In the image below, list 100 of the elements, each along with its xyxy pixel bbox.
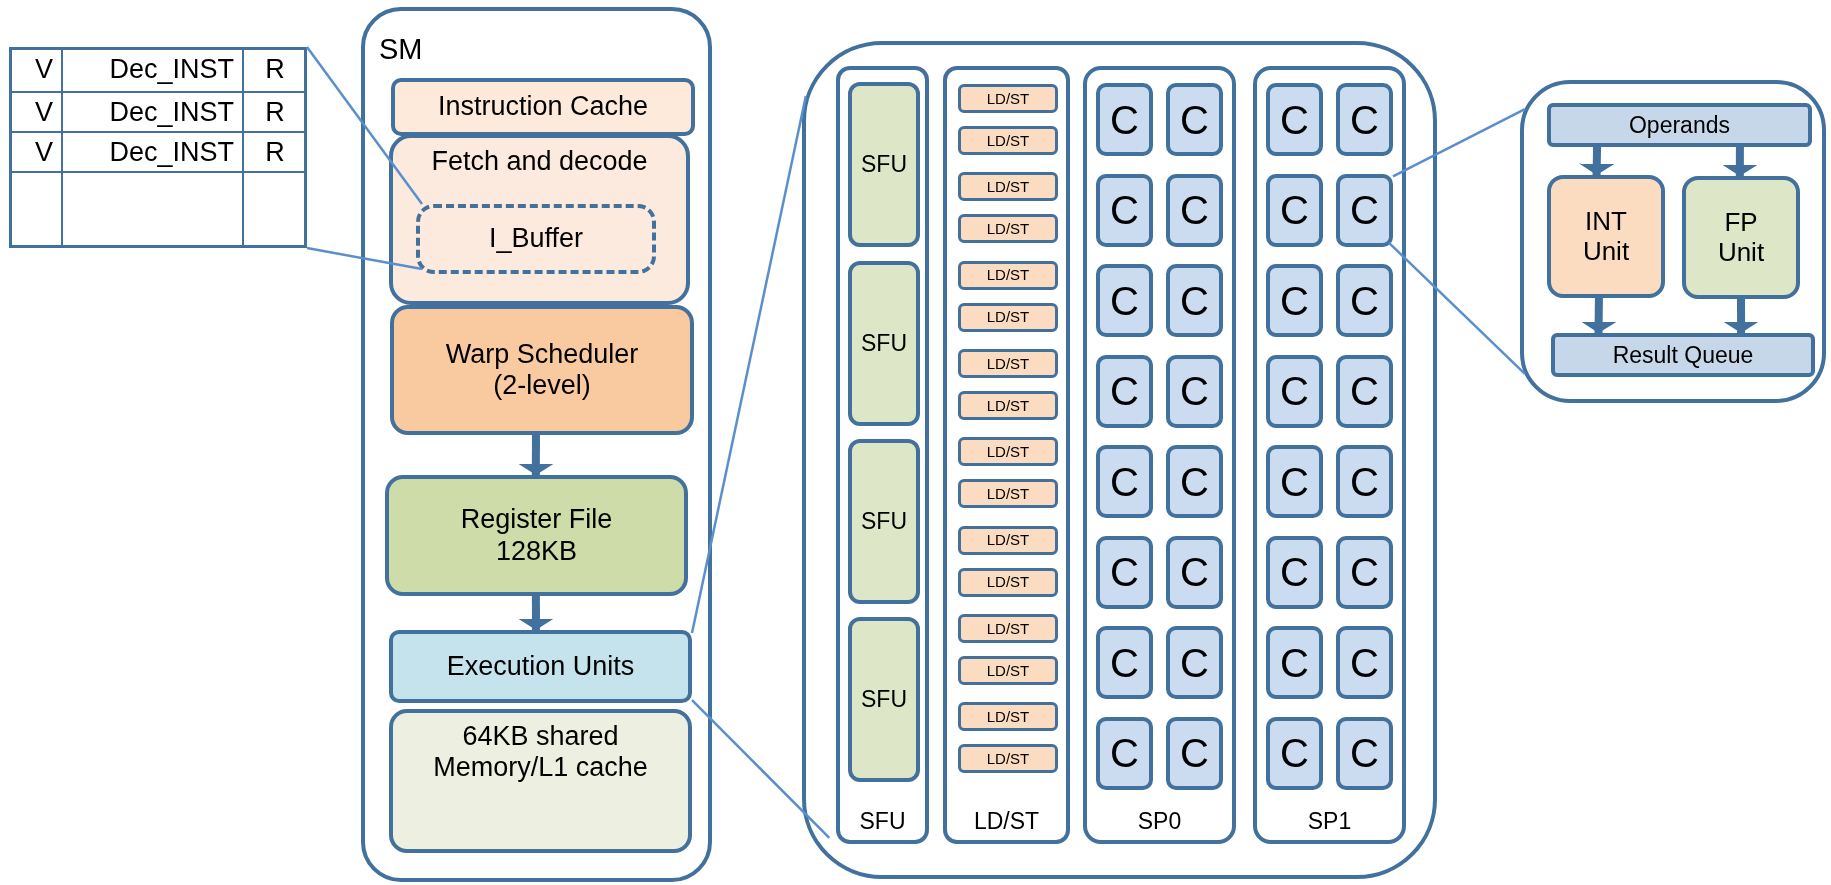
arrow — [1581, 297, 1617, 334]
ldst-unit — [958, 126, 1058, 155]
core-block — [1336, 264, 1393, 337]
unit-label: SFU — [861, 151, 907, 178]
unit-label: C — [1280, 96, 1309, 143]
unit-label: LD/ST — [973, 807, 1040, 834]
core-block — [1166, 626, 1223, 699]
core-block — [1336, 445, 1393, 518]
unit-label: C — [1280, 639, 1309, 686]
core-block — [1266, 716, 1323, 790]
ldst-unit — [958, 214, 1058, 244]
unit-column — [1253, 66, 1406, 844]
core-block — [1096, 264, 1153, 337]
zoom-line — [691, 699, 831, 839]
core-block — [1166, 173, 1223, 247]
core-block — [1096, 445, 1153, 518]
unit-label: LD/ST — [986, 220, 1030, 238]
ldst-unit — [958, 525, 1058, 555]
core-block — [1266, 445, 1323, 518]
block-label: INT Unit — [1581, 206, 1631, 267]
unit-label: C — [1180, 277, 1209, 324]
sm-panel — [361, 7, 712, 882]
core-block — [1166, 535, 1223, 609]
core-block — [1266, 173, 1323, 247]
block-label: FP Unit — [1716, 207, 1766, 268]
unit-label: LD/ST — [986, 308, 1030, 326]
unit-label: C — [1280, 187, 1309, 233]
unit-label: C — [1110, 187, 1139, 233]
core-detail-panel — [1520, 80, 1826, 403]
unit-label: LD/ST — [986, 131, 1030, 150]
unit-label: C — [1110, 639, 1139, 686]
queue-bar — [1547, 103, 1812, 147]
core-block — [1096, 354, 1153, 428]
unit-label: LD/ST — [986, 178, 1030, 196]
data-table — [9, 47, 307, 248]
zoom-line — [306, 46, 423, 205]
unit-label: C — [1280, 730, 1309, 776]
table-cell: Dec_INST — [62, 50, 243, 92]
unit-label: C — [1280, 368, 1309, 414]
ldst-unit — [958, 655, 1058, 685]
ldst-unit — [958, 84, 1058, 113]
pipeline-block — [389, 709, 692, 853]
block-label: Operands — [1629, 111, 1730, 139]
pipeline-block — [389, 134, 690, 305]
ldst-unit — [958, 260, 1058, 290]
unit-label: C — [1350, 368, 1379, 414]
unit-label: SP0 — [1137, 807, 1182, 834]
ldst-unit — [958, 348, 1058, 378]
block-label: Fetch and decode — [431, 146, 648, 178]
block-label: I_Buffer — [488, 223, 584, 255]
block-label: Instruction Cache — [437, 91, 649, 123]
unit-label: SFU — [861, 686, 907, 713]
unit-label: LD/ST — [986, 619, 1030, 637]
core-block — [1096, 173, 1153, 247]
core-block — [1336, 83, 1393, 156]
zoom-line — [1392, 107, 1526, 178]
ldst-unit — [958, 172, 1058, 202]
unit-label: C — [1110, 549, 1139, 595]
core-block — [1266, 264, 1323, 337]
core-block — [1266, 535, 1323, 609]
unit-label: LD/ST — [986, 661, 1030, 679]
unit-label: C — [1180, 639, 1209, 686]
table-cell: R — [243, 132, 304, 172]
table-cell: R — [243, 50, 304, 92]
block-label: SM — [379, 33, 423, 67]
unit-label: C — [1350, 277, 1379, 324]
ldst-unit — [958, 437, 1058, 467]
sfu-unit — [848, 439, 920, 604]
core-block — [1166, 83, 1223, 156]
unit-label: SP1 — [1307, 807, 1352, 834]
block-label: Result Queue — [1612, 341, 1754, 369]
unit-label: C — [1180, 730, 1209, 776]
execution-panel — [802, 41, 1437, 879]
ldst-unit — [958, 744, 1058, 774]
unit-label: C — [1280, 458, 1309, 505]
arrow — [518, 435, 554, 475]
unit-label: C — [1110, 96, 1139, 143]
arrow — [518, 596, 554, 630]
unit-label: C — [1180, 96, 1209, 143]
unit-label: C — [1350, 549, 1379, 595]
table-cell: V — [12, 50, 62, 92]
core-block — [1166, 264, 1223, 337]
ldst-unit — [958, 702, 1058, 732]
block-label: 64KB shared Memory/L1 cache — [432, 721, 649, 784]
unit-column — [943, 66, 1070, 844]
queue-bar — [1551, 333, 1815, 377]
core-block — [1166, 716, 1223, 790]
unit-label: C — [1180, 458, 1209, 505]
sfu-unit — [848, 617, 920, 782]
unit-label: LD/ST — [986, 573, 1030, 591]
arrow — [1579, 146, 1615, 176]
core-block — [1266, 83, 1323, 156]
ldst-unit — [958, 613, 1058, 643]
block-label: Warp Scheduler (2-level) — [444, 338, 640, 402]
block-label: Register File 128KB — [459, 504, 614, 567]
alu-block — [1682, 176, 1800, 299]
block-label: Execution Units — [446, 650, 635, 682]
unit-label: LD/ST — [986, 89, 1030, 108]
unit-label: LD/ST — [986, 485, 1030, 503]
pipeline-block — [391, 78, 695, 136]
